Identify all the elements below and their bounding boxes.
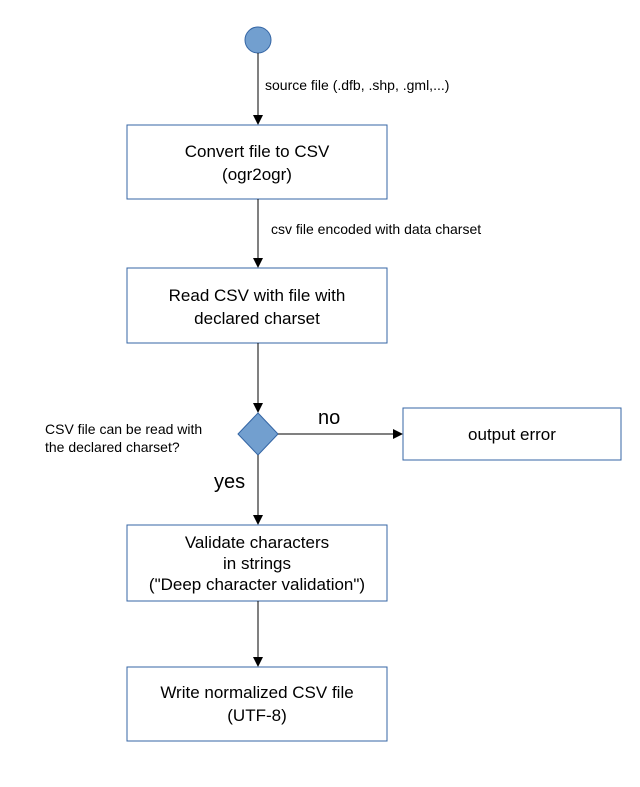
arrow-validate-to-write (253, 657, 263, 667)
arrow-start-to-convert (253, 115, 263, 125)
validate-node-line1: Validate characters (185, 533, 329, 552)
decision-question-line1: CSV file can be read with (45, 421, 202, 437)
decision-node (237, 412, 279, 456)
convert-node (126, 124, 388, 200)
convert-node-line2: (ogr2ogr) (222, 165, 292, 184)
start-node (244, 26, 272, 54)
read-node (126, 267, 388, 344)
validate-node (126, 524, 388, 602)
read-node-line2: declared charset (194, 309, 320, 328)
arrow-decision-to-validate (253, 515, 263, 525)
edge-label-csv-encoded: csv file encoded with data charset (271, 221, 481, 237)
branch-label-yes: yes (214, 471, 245, 493)
decision-question-line2: the declared charset? (45, 439, 180, 455)
read-node-line1: Read CSV with file with (169, 286, 346, 305)
validate-node-line2: in strings (223, 554, 291, 573)
convert-node-line1: Convert file to CSV (185, 142, 330, 161)
error-node (402, 407, 622, 461)
write-node (126, 666, 388, 742)
branch-label-no: no (318, 407, 340, 429)
write-node-line2: (UTF-8) (227, 706, 286, 725)
write-node-line1: Write normalized CSV file (160, 683, 353, 702)
error-node-label: output error (468, 425, 556, 444)
arrow-convert-to-read (253, 258, 263, 268)
validate-node-line3: ("Deep character validation") (149, 575, 365, 594)
edge-label-source-file: source file (.dfb, .shp, .gml,...) (265, 77, 449, 93)
arrow-read-to-decision (253, 403, 263, 413)
arrow-decision-to-error (393, 429, 403, 439)
